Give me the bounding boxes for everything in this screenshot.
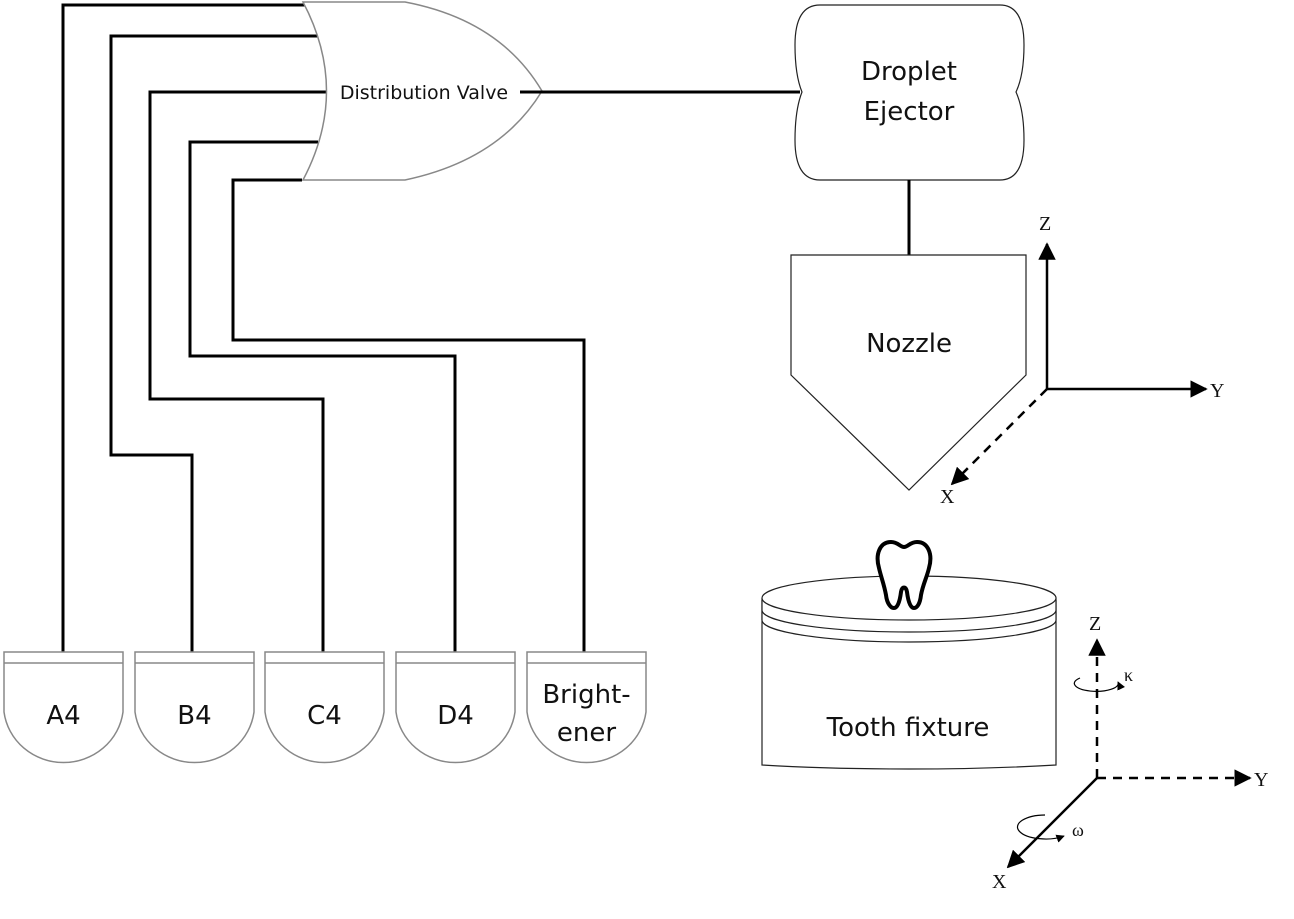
reservoir-label: B4: [177, 701, 211, 731]
tooth-fixture-label: Tooth fixture: [826, 713, 990, 743]
feed-line-b4: [109, 34, 318, 652]
fixture-axis-x: [1006, 777, 1098, 869]
feed-line-d4: [188, 140, 457, 652]
nozzle-axis-y-label: Y: [1210, 380, 1224, 402]
droplet-ejector: Droplet Ejector: [794, 4, 1025, 181]
nozzle: Nozzle: [790, 254, 1027, 491]
nozzle-axis-z-label: Z: [1039, 213, 1051, 235]
reservoirs: A4 B4 C4 D4 Bright- ener: [3, 651, 647, 764]
droplet-ejector-label-line2: Ejector: [864, 97, 955, 127]
distribution-valve: Distribution Valve: [301, 1, 543, 181]
fixture-axis-y-label: Y: [1254, 769, 1268, 791]
kappa-rotation-arrow: [1073, 677, 1126, 692]
fixture-axis-z-label: Z: [1089, 613, 1101, 635]
nozzle-axis-x-label: X: [940, 486, 955, 508]
reservoir-label-line2: ener: [557, 718, 616, 748]
kappa-label: κ: [1124, 665, 1133, 685]
feed-lines: [61, 3, 586, 652]
feed-line-brightener: [231, 178, 586, 652]
droplet-ejector-label-line1: Droplet: [861, 57, 957, 87]
reservoir-d4: D4: [395, 651, 516, 764]
tooth-icon: [875, 540, 933, 610]
reservoir-label: C4: [307, 701, 342, 731]
feed-line-a4: [61, 3, 305, 652]
nozzle-axis-x: [950, 388, 1048, 486]
feed-line-c4: [148, 90, 330, 652]
distribution-valve-label: Distribution Valve: [340, 82, 508, 104]
reservoir-a4: A4: [3, 651, 124, 764]
nozzle-axes: Z Y X: [940, 213, 1224, 508]
fixture-axes: Z Y X κ ω: [992, 613, 1268, 893]
omega-rotation-arrow: [1016, 814, 1065, 843]
reservoir-label: D4: [437, 701, 474, 731]
reservoir-b4: B4: [134, 651, 255, 764]
nozzle-label: Nozzle: [866, 329, 952, 359]
reservoir-c4: C4: [264, 651, 385, 764]
reservoir-brightener: Bright- ener: [526, 651, 647, 764]
reservoir-label: Bright-: [542, 680, 630, 710]
reservoir-label: A4: [46, 701, 80, 731]
fixture-axis-x-label: X: [992, 871, 1007, 893]
omega-label: ω: [1072, 820, 1084, 840]
